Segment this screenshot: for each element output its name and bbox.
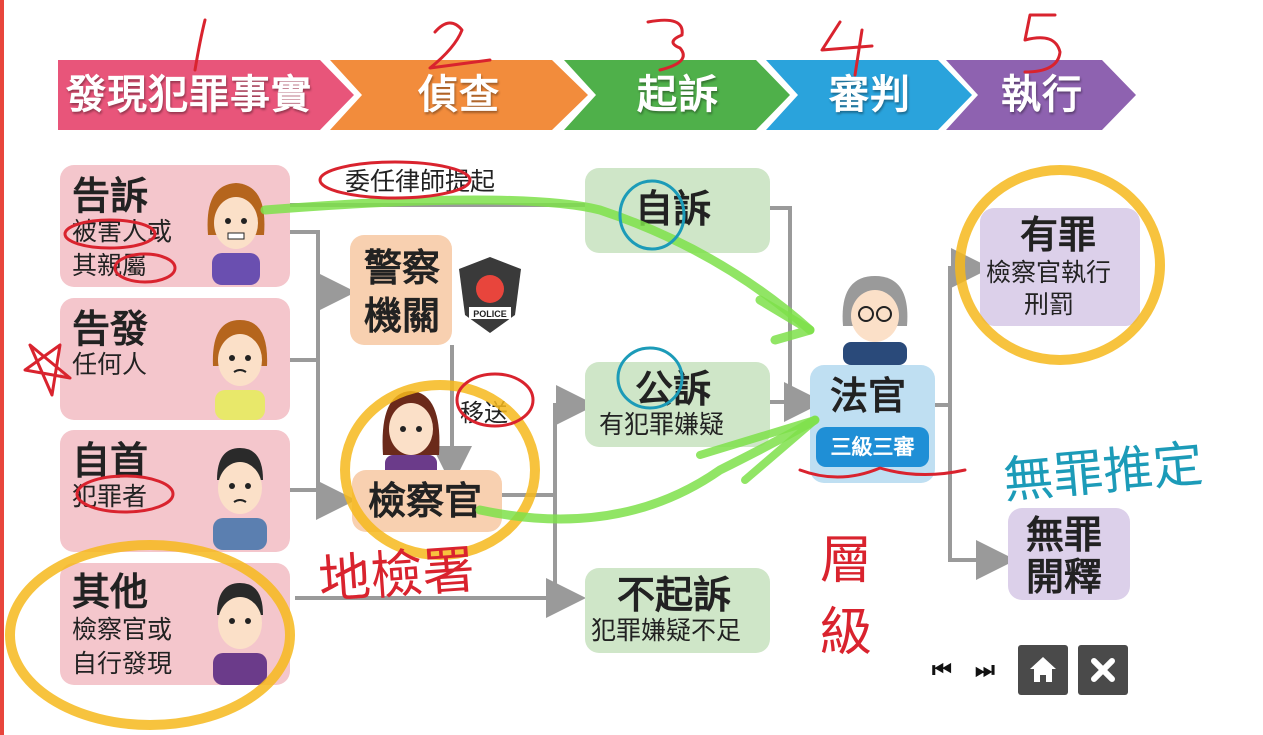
public-prosecution-title: 公訴 [635,367,712,411]
source-complaint-title: 告訴 [72,174,149,218]
close-icon [1091,658,1115,682]
judge-badge: 三級三審 [816,427,929,467]
stage-indict-arrow [564,60,790,130]
stage-investigate-arrow [330,60,588,130]
stage-number-5: 5 [1040,44,1041,46]
police-line1: 警察 [364,246,441,290]
victim-woman-icon [207,183,265,285]
source-surrender-title: 自首 [72,439,149,483]
next-button[interactable]: ⏭ [975,658,995,683]
handwriting-level-2: 級 [820,603,872,663]
judge-box: 法官 三級三審 [810,365,935,483]
prosecutor-box: 檢察官 [352,470,502,532]
source-other-line2: 自行發現 [72,649,173,678]
public-prosecution-box: 公訴 有犯罪嫌疑 [585,362,770,447]
police-line2: 機關 [364,294,441,338]
any-person-icon [212,320,268,420]
stage-discover: 發現犯罪事實 [58,52,360,138]
stage-number-3: 3 [665,44,666,46]
highlight-prosecutor [340,380,540,560]
source-accusation-line1: 任何人 [72,350,148,379]
innocent-line1: 無罪 [1026,513,1103,557]
stage-discover-label: 發現犯罪事實 [66,72,312,118]
prev-button[interactable]: ⏮ [932,658,952,683]
handwriting-presumption: 無罪推定 [1001,435,1205,510]
private-prosecution-title: 自訴 [635,187,712,231]
innocent-box: 無罪 開釋 [1008,508,1130,600]
stage-discover-arrow [58,60,354,130]
judge-title: 法官 [830,374,907,418]
red-star-mark [23,343,72,397]
police-box: 警察 機關 [350,235,452,345]
blue-circle-private [618,179,686,251]
handwriting-district: 地檢署 [317,540,477,611]
stage-indict: 起訴 [564,52,796,138]
home-icon [1030,657,1056,682]
no-prosecution-sub: 犯罪嫌疑不足 [591,616,742,645]
judge-icon [842,276,908,365]
police-badge-icon: POLICE [459,257,521,333]
no-prosecution-title: 不起訴 [617,573,732,617]
guilty-line2: 刑罰 [1024,290,1075,319]
red-circle-transfer [455,372,535,428]
source-accusation-title: 告發 [72,307,149,351]
stage-execute-label: 執行 [1001,72,1083,118]
stage-investigate: 偵查 [330,52,594,138]
highlight-guilty [955,165,1165,365]
guilty-box: 有罪 檢察官執行 刑罰 [980,208,1140,326]
stage-investigate-label: 偵查 [418,72,500,118]
stage-number-1: 1 [205,44,206,46]
stage-trial-arrow [766,60,972,130]
stage-number-2: 2 [450,44,451,46]
offender-man-icon [213,448,267,550]
police-badge-text: POLICE [473,309,507,319]
source-surrender-line1: 犯罪者 [72,482,148,511]
green-stroke-victim [260,195,815,335]
left-edge-bar [0,0,4,735]
prosecutor-man-icon [213,583,267,685]
stage-number-4: 4 [845,44,846,46]
highlight-other [5,540,295,730]
stage-execute: 執行 [946,52,1140,138]
stage-trial: 審判 [766,52,976,138]
stage-execute-arrow [946,60,1136,130]
green-stroke-prosecutor [475,415,820,524]
blue-circle-public [616,346,684,410]
innocent-line2: 開釋 [1026,555,1103,599]
no-prosecution-box: 不起訴 犯罪嫌疑不足 [585,568,770,653]
prosecutor-title: 檢察官 [368,479,483,523]
stage-trial-label: 審判 [829,72,911,118]
source-other-line1: 檢察官或 [72,615,173,644]
handwriting-level-1: 層 [820,531,872,591]
guilty-line1: 檢察官執行 [986,258,1112,287]
home-button[interactable] [1018,645,1068,695]
red-circle-lawyer [318,160,472,200]
guilty-title: 有罪 [1020,213,1097,257]
close-button[interactable] [1078,645,1128,695]
source-other-title: 其他 [72,570,149,614]
stage-indict-label: 起訴 [637,72,719,118]
public-prosecution-sub: 有犯罪嫌疑 [599,410,725,439]
